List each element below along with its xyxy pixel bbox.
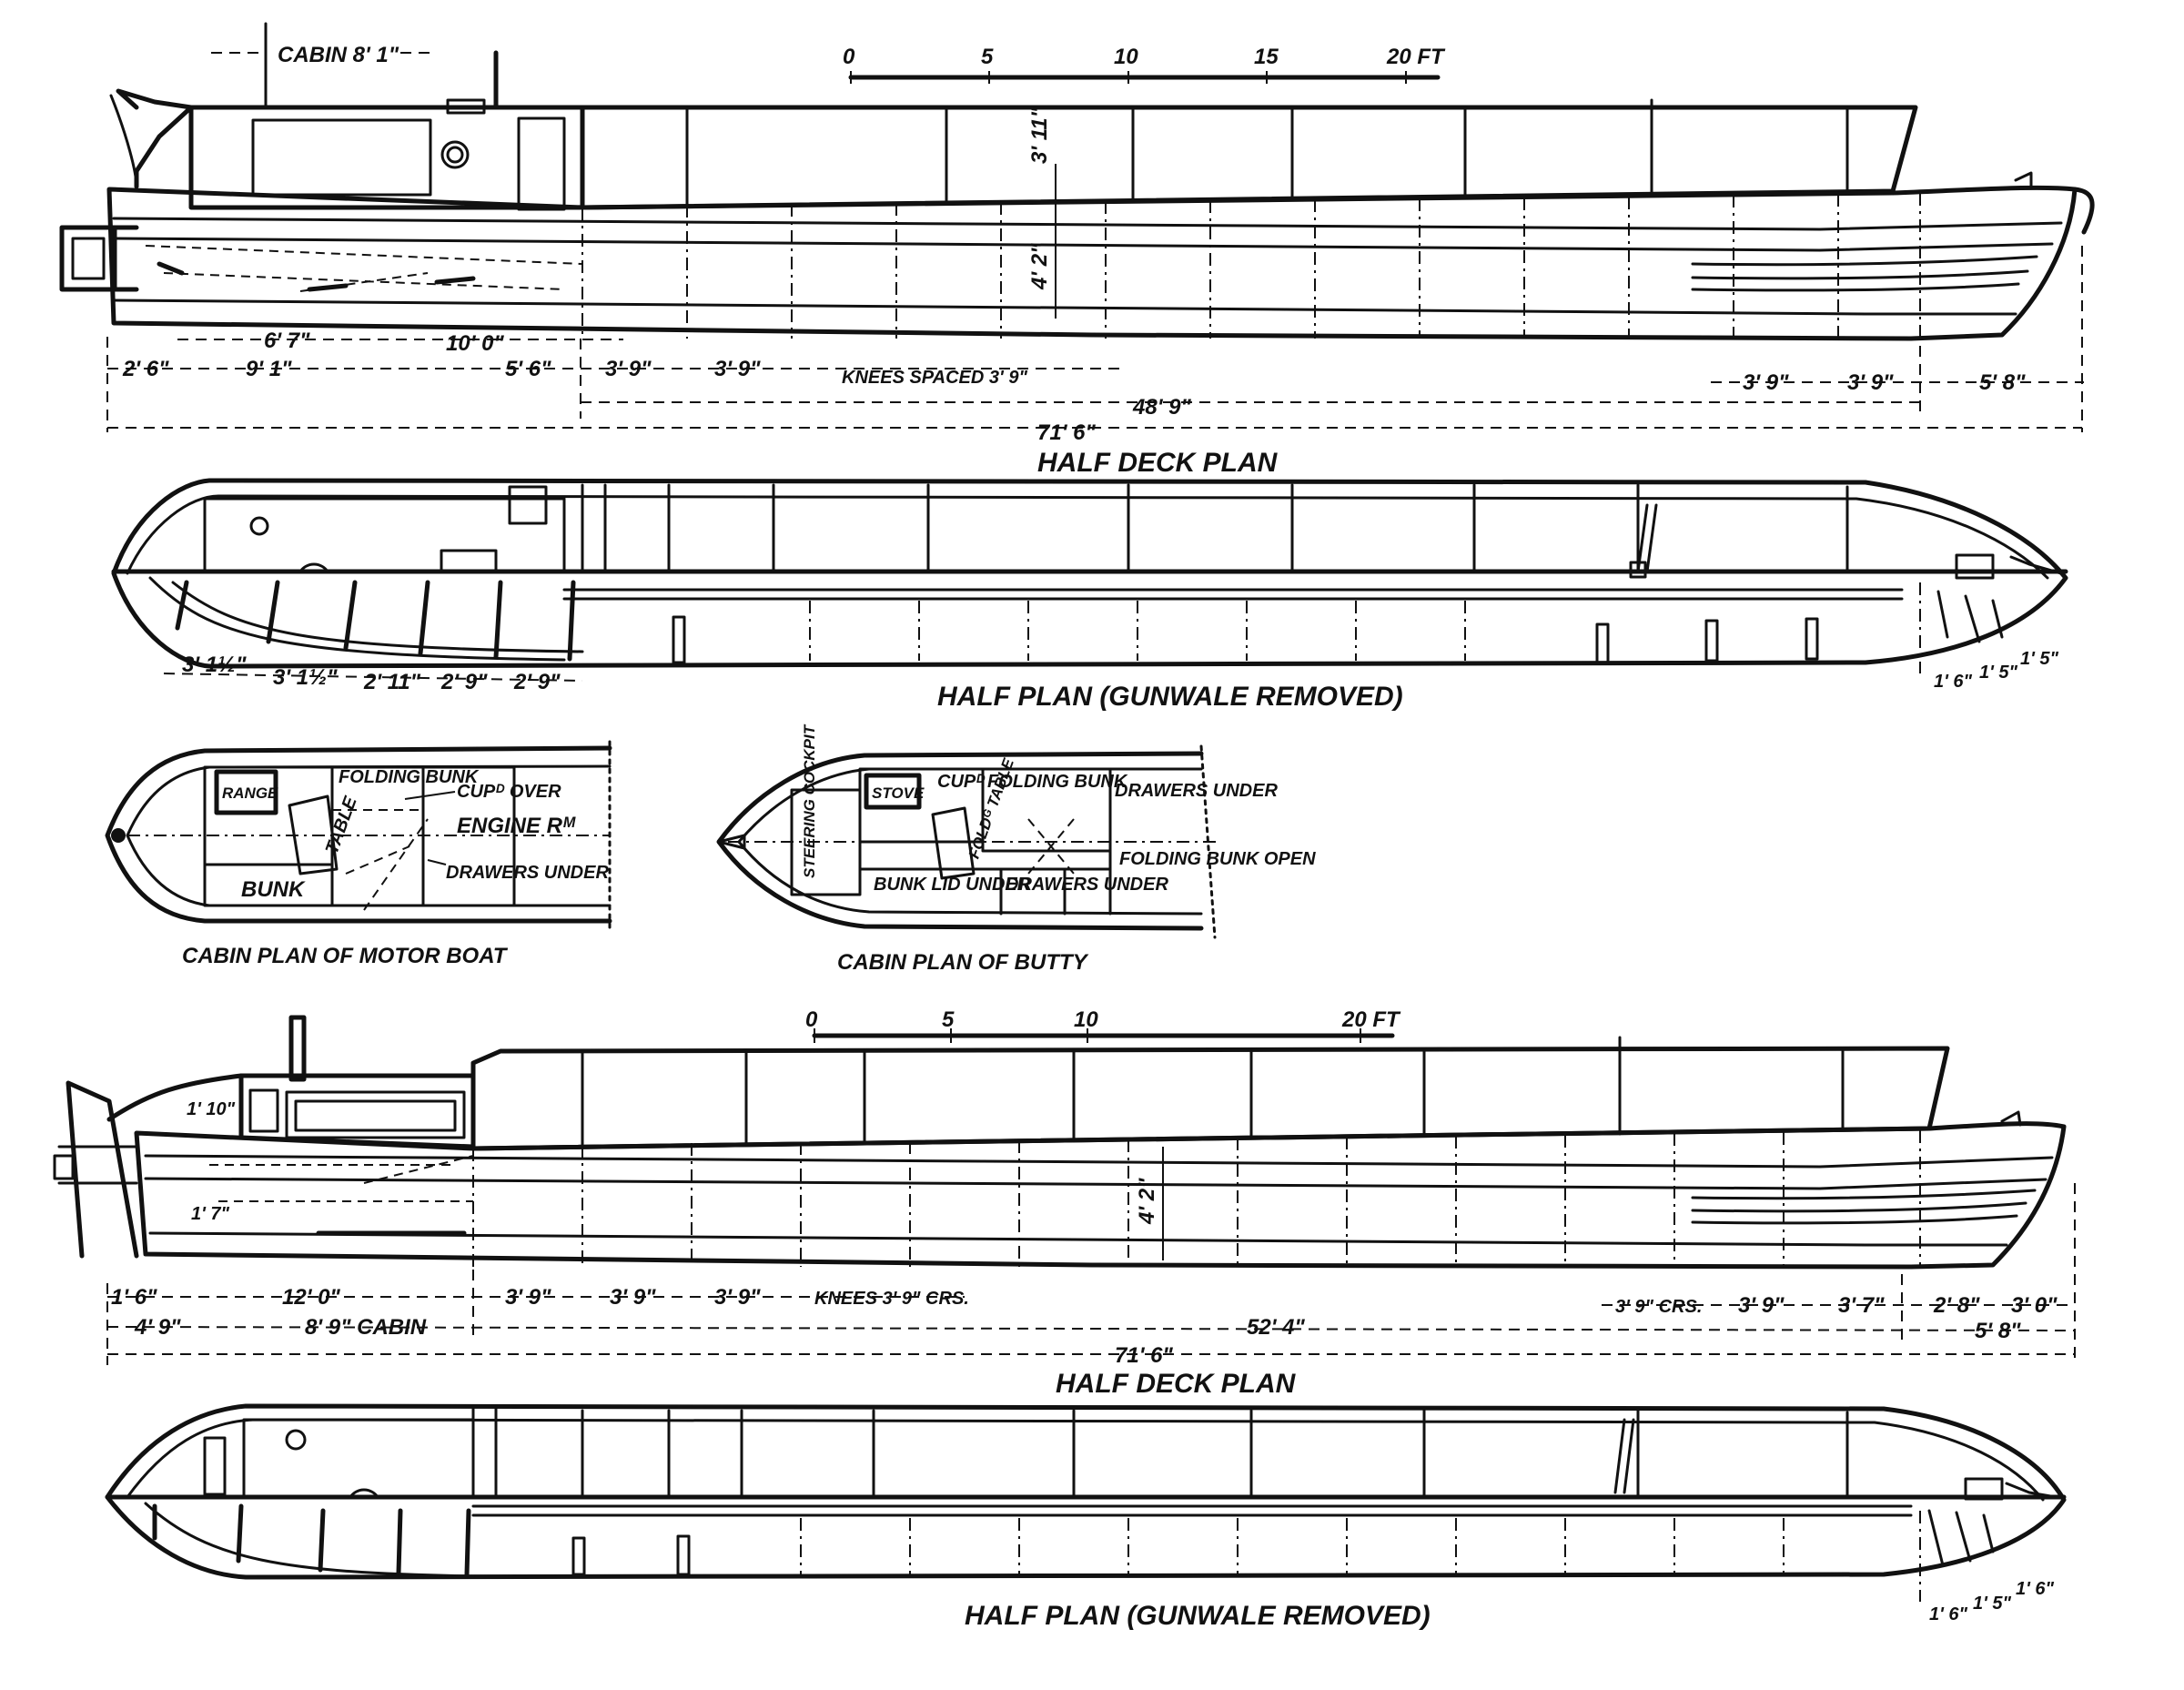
- motor-dim-bow: 3' 9": [1847, 370, 1894, 395]
- butty-drawers-under-2: DRAWERS UNDER: [1006, 875, 1168, 895]
- motor-scale-label: 15: [1254, 45, 1279, 69]
- butty-scale-label: 10: [1074, 1007, 1098, 1032]
- motor-dim-row2: KNEES SPACED 3' 9": [842, 368, 1027, 388]
- motor-dim-48: 48' 9": [1132, 395, 1191, 420]
- butty-half-plan: 1' 6" 1' 5" 1' 6" HALF PLAN (GUNWALE REM…: [105, 1403, 2067, 1631]
- butty-dim-row2: 4' 9": [134, 1315, 181, 1340]
- butty-scale-label: 5: [942, 1007, 955, 1032]
- butty-bunk-lid-under: BUNK LID UNDER: [874, 875, 1031, 895]
- butty-half-plan-title: HALF PLAN (GUNWALE REMOVED): [965, 1601, 1431, 1631]
- butty-scale-bar: 0 5 10 20 FT: [805, 1007, 1401, 1043]
- motor-plan-dim-bow: 1' 5": [1979, 663, 2018, 683]
- butty-depth-label: 4' 2": [1135, 1178, 1159, 1225]
- butty-dim-bow: 2' 8": [1933, 1293, 1980, 1318]
- butty-plan-dim-bow: 1' 5": [1973, 1594, 2012, 1614]
- cabin-plan-motor-boat: RANGE TABLE FOLDING BUNK CUPᴰ OVER ENGIN…: [105, 740, 612, 968]
- motor-bunk-label: BUNK: [241, 877, 306, 902]
- motor-scale-label: 10: [1114, 45, 1138, 69]
- motor-plan-dim-bow: 1' 6": [1934, 672, 1973, 692]
- motor-plan-dim-stern: 2' 9": [440, 670, 488, 694]
- motor-half-deck-plan-title: HALF DECK PLAN: [1037, 448, 1279, 478]
- butty-stern-dim-1: 1' 10": [187, 1099, 236, 1119]
- motor-plan-dim-stern: 2' 9": [513, 670, 561, 694]
- butty-stern-dim-2: 1' 7": [191, 1204, 230, 1224]
- butty-dim-row2: 52' 4": [1247, 1315, 1305, 1340]
- motor-dim-bow: 3' 9": [1743, 370, 1789, 395]
- butty-dim-row2: 8' 9" CABIN: [305, 1315, 427, 1340]
- motor-range-label: RANGE: [222, 784, 278, 802]
- butty-dim-bow: 3' 9": [1738, 1293, 1785, 1318]
- butty-dim-bow: 3' 7": [1838, 1293, 1885, 1318]
- motor-engine-rm-label: ENGINE Rᴹ: [457, 814, 576, 838]
- motor-scale-bar: 0 5 10 15 20 FT: [843, 45, 1446, 84]
- butty-dim-row1: 3' 9": [505, 1285, 551, 1310]
- motor-scale-label: 20 FT: [1386, 45, 1446, 69]
- motor-dim-bow: 5' 8": [1979, 370, 2026, 395]
- motor-dim-row1: 10' 0": [446, 331, 504, 356]
- motor-plan-dim-bow: 1' 5": [2020, 649, 2059, 669]
- butty-steering-cockpit-label: STEERING COCKPIT: [801, 724, 818, 878]
- butty-scale-label: 0: [805, 1007, 818, 1032]
- motor-cabin-length: CABIN 8' 1": [278, 43, 399, 67]
- motor-dim-row1: 6' 7": [264, 329, 310, 353]
- motor-depth-lower: 4' 2": [1027, 243, 1052, 290]
- cabin-plan-butty: STEERING COCKPIT STOVE CUPᴰ FOLDING BUNK…: [716, 724, 1316, 975]
- butty-cupd-label: CUPᴰ: [937, 772, 986, 792]
- butty-scale-label: 20 FT: [1341, 1007, 1401, 1032]
- motor-plan-dim-stern: 3' 1½": [273, 665, 338, 690]
- motor-dim-row2: 2' 6": [122, 357, 169, 381]
- butty-dim-row1: KNEES 3' 9" CRS.: [814, 1289, 969, 1309]
- motor-plan-dim-stern: 2' 11": [363, 670, 421, 694]
- motor-dim-row2: 5' 6": [505, 357, 551, 381]
- motor-scale-label: 5: [981, 45, 994, 69]
- butty-cabin-plan-title: CABIN PLAN OF BUTTY: [837, 950, 1089, 975]
- motor-dim-row2: 3' 9": [605, 357, 652, 381]
- butty-dim-bow: 3' 0": [2011, 1293, 2058, 1318]
- motor-cupd-over-label: CUPᴰ OVER: [457, 782, 561, 802]
- butty-folding-bunk-open: FOLDING BUNK OPEN: [1119, 849, 1316, 869]
- butty-dim-row1: 3' 9": [610, 1285, 656, 1310]
- butty-dim-row1: 1' 6": [111, 1285, 157, 1310]
- butty-plan-dim-bow: 1' 6": [1929, 1604, 1968, 1624]
- butty-dim-58: 5' 8": [1975, 1319, 2021, 1343]
- motor-folding-bunk-label: FOLDING BUNK: [339, 767, 480, 787]
- motor-drawers-under-label: DRAWERS UNDER: [446, 863, 609, 883]
- butty-half-deck-plan-title: HALF DECK PLAN: [1056, 1369, 1297, 1399]
- motor-dim-total: 71' 6": [1037, 420, 1096, 445]
- butty-folding-bunk-label: FOLDING BUNK: [987, 772, 1128, 792]
- motor-dim-row2: 3' 9": [714, 357, 761, 381]
- butty-plan-dim-bow: 1' 6": [2016, 1579, 2055, 1599]
- butty-elevation: 0 5 10 20 FT: [53, 1007, 2076, 1399]
- motor-half-plan-title: HALF PLAN (GUNWALE REMOVED): [937, 682, 1403, 712]
- butty-drawers-under-1: DRAWERS UNDER: [1115, 781, 1278, 801]
- motor-scale-label: 0: [843, 45, 855, 69]
- motor-depth-upper: 3' 11": [1027, 106, 1052, 164]
- butty-dim-row1: 3' 9": [714, 1285, 761, 1310]
- motor-cabin-plan-title: CABIN PLAN OF MOTOR BOAT: [182, 944, 509, 968]
- motor-plan-dim-stern: 3' 1½": [182, 653, 247, 677]
- motor-boat-half-plan: 3' 1½" 3' 1½" 2' 11" 2' 9" 2' 9" 1' 6" 1…: [111, 478, 2068, 712]
- butty-dim-bow: 3' 9" CRS.: [1615, 1297, 1702, 1317]
- motor-dim-row2: 9' 1": [246, 357, 292, 381]
- butty-dim-total: 71' 6": [1115, 1343, 1173, 1368]
- butty-stove-label: STOVE: [872, 784, 925, 802]
- butty-dim-row1: 12' 0": [282, 1285, 340, 1310]
- motor-boat-elevation: CABIN 8' 1" 0 5 10 15 20 FT: [59, 22, 2095, 478]
